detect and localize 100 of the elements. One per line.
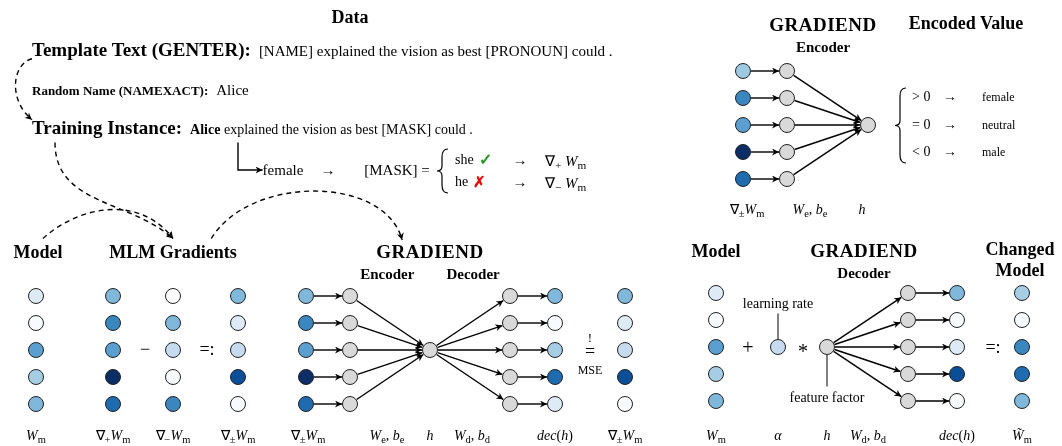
math-label: dec(h) bbox=[537, 429, 573, 443]
arrow bbox=[517, 346, 548, 354]
math-label: W$_{d}$, b$_{d}$ bbox=[849, 429, 887, 443]
dashed-arrow bbox=[54, 141, 174, 240]
arrow bbox=[750, 148, 780, 156]
arrow bbox=[915, 370, 950, 378]
math-label: ∇$_{+}$W$_{m}$ bbox=[95, 429, 131, 443]
arrow bbox=[517, 373, 548, 381]
arrow bbox=[834, 343, 901, 351]
word-option: she bbox=[455, 153, 474, 167]
operator-symbol: − bbox=[139, 340, 151, 358]
sub-heading: Encoder bbox=[795, 38, 851, 57]
arrow bbox=[833, 321, 902, 346]
math-label: h bbox=[823, 429, 831, 443]
arrow bbox=[435, 299, 505, 347]
name-value: Alice bbox=[216, 81, 249, 100]
arrow bbox=[750, 67, 780, 75]
arrow bbox=[313, 400, 343, 408]
math-label: W$_{e}$, b$_{e}$ bbox=[792, 203, 828, 217]
field-label: Training Instance: bbox=[32, 116, 183, 140]
math-label: = 0 bbox=[912, 118, 931, 132]
math-label: h bbox=[426, 429, 434, 443]
arrow bbox=[355, 353, 425, 401]
instance-sentence: Alice explained the vision as best [MASK] could . bbox=[190, 121, 473, 139]
math-label: ∇$_{±}$W$_{m}$ bbox=[290, 429, 326, 443]
arrow bbox=[313, 292, 343, 300]
math-label: < 0 bbox=[912, 145, 931, 159]
annotation-text: learning rate bbox=[742, 292, 814, 314]
arrow bbox=[915, 289, 950, 297]
arrow bbox=[436, 351, 504, 376]
operator-symbol: * bbox=[798, 341, 808, 361]
dashed-arrow bbox=[42, 208, 174, 240]
arrow bbox=[313, 346, 343, 354]
math-label: W̃$_{m}$ bbox=[1012, 429, 1032, 443]
arrow bbox=[313, 373, 343, 381]
annotation-text: feature factor bbox=[789, 386, 865, 408]
operator-symbol: =: bbox=[985, 338, 1001, 356]
operator-symbol: ! bbox=[587, 330, 593, 344]
section-heading: Changed Model bbox=[980, 239, 1060, 281]
math-label: ∇$_{−}$W$_{m}$ bbox=[155, 429, 191, 443]
arrow-symbol: → bbox=[943, 90, 957, 104]
arrow bbox=[437, 346, 503, 354]
field-label: Template Text (GENTER): bbox=[32, 38, 251, 62]
section-heading: Model bbox=[691, 237, 741, 265]
sub-heading: Decoder bbox=[837, 264, 891, 283]
class-label: female bbox=[982, 91, 1015, 103]
word-option: he bbox=[455, 175, 469, 189]
arrow-symbol: → bbox=[320, 162, 336, 178]
class-label: neutral bbox=[982, 119, 1016, 131]
math-label: dec(h) bbox=[939, 429, 975, 443]
arrow bbox=[355, 299, 425, 347]
arrow bbox=[356, 351, 424, 376]
arrow-symbol: → bbox=[943, 118, 957, 132]
math-label: W$_{m}$ bbox=[26, 429, 46, 443]
arrow bbox=[436, 324, 504, 349]
arrow bbox=[915, 343, 950, 351]
math-label: W$_{e}$, b$_{e}$ bbox=[369, 429, 405, 443]
arrow bbox=[793, 99, 862, 124]
operator-symbol: + bbox=[742, 337, 754, 357]
section-heading: MLM Gradients bbox=[109, 238, 237, 266]
diagram-title: Data bbox=[331, 5, 369, 29]
class-label: female bbox=[262, 158, 304, 182]
class-label: male bbox=[982, 146, 1006, 158]
arrow bbox=[833, 348, 902, 373]
sub-heading: Decoder bbox=[446, 265, 500, 284]
arrow bbox=[357, 346, 423, 354]
arrow bbox=[915, 316, 950, 324]
loss-label: MSE bbox=[577, 364, 603, 376]
arrow bbox=[313, 319, 343, 327]
operator-symbol: =: bbox=[199, 340, 215, 358]
sub-heading: Encoder bbox=[360, 265, 415, 284]
arrow bbox=[750, 175, 780, 183]
section-heading: GRADIEND bbox=[810, 239, 918, 263]
leader-line bbox=[777, 313, 779, 340]
arrow bbox=[792, 74, 863, 122]
dashed-arrow bbox=[14, 58, 33, 121]
section-heading: Model bbox=[13, 238, 63, 266]
math-label: ∇$_{±}$W$_{m}$ bbox=[220, 429, 256, 443]
arrow bbox=[435, 353, 505, 401]
arrow bbox=[356, 324, 424, 349]
math-label: ∇$_{±}$W$_{m}$ bbox=[729, 203, 765, 217]
math-label: W$_{d}$, b$_{d}$ bbox=[453, 429, 491, 443]
arrow bbox=[793, 126, 862, 151]
arrow-symbol: → bbox=[512, 174, 528, 190]
cross-mark: ✗ bbox=[473, 174, 486, 190]
check-mark: ✓ bbox=[479, 152, 492, 168]
math-label: W$_{m}$ bbox=[706, 429, 726, 443]
arrow bbox=[915, 397, 950, 405]
arrow bbox=[750, 121, 780, 129]
arrow bbox=[237, 141, 264, 174]
arrow bbox=[792, 128, 863, 176]
arrow bbox=[832, 350, 903, 398]
arrow-symbol: → bbox=[512, 152, 528, 168]
arrow bbox=[517, 319, 548, 327]
arrow-symbol: → bbox=[943, 145, 957, 159]
leader-line bbox=[826, 354, 828, 387]
math-label: > 0 bbox=[912, 90, 931, 104]
arrow bbox=[750, 94, 780, 102]
operator-symbol: = bbox=[584, 342, 596, 360]
math-label: α bbox=[774, 429, 782, 443]
